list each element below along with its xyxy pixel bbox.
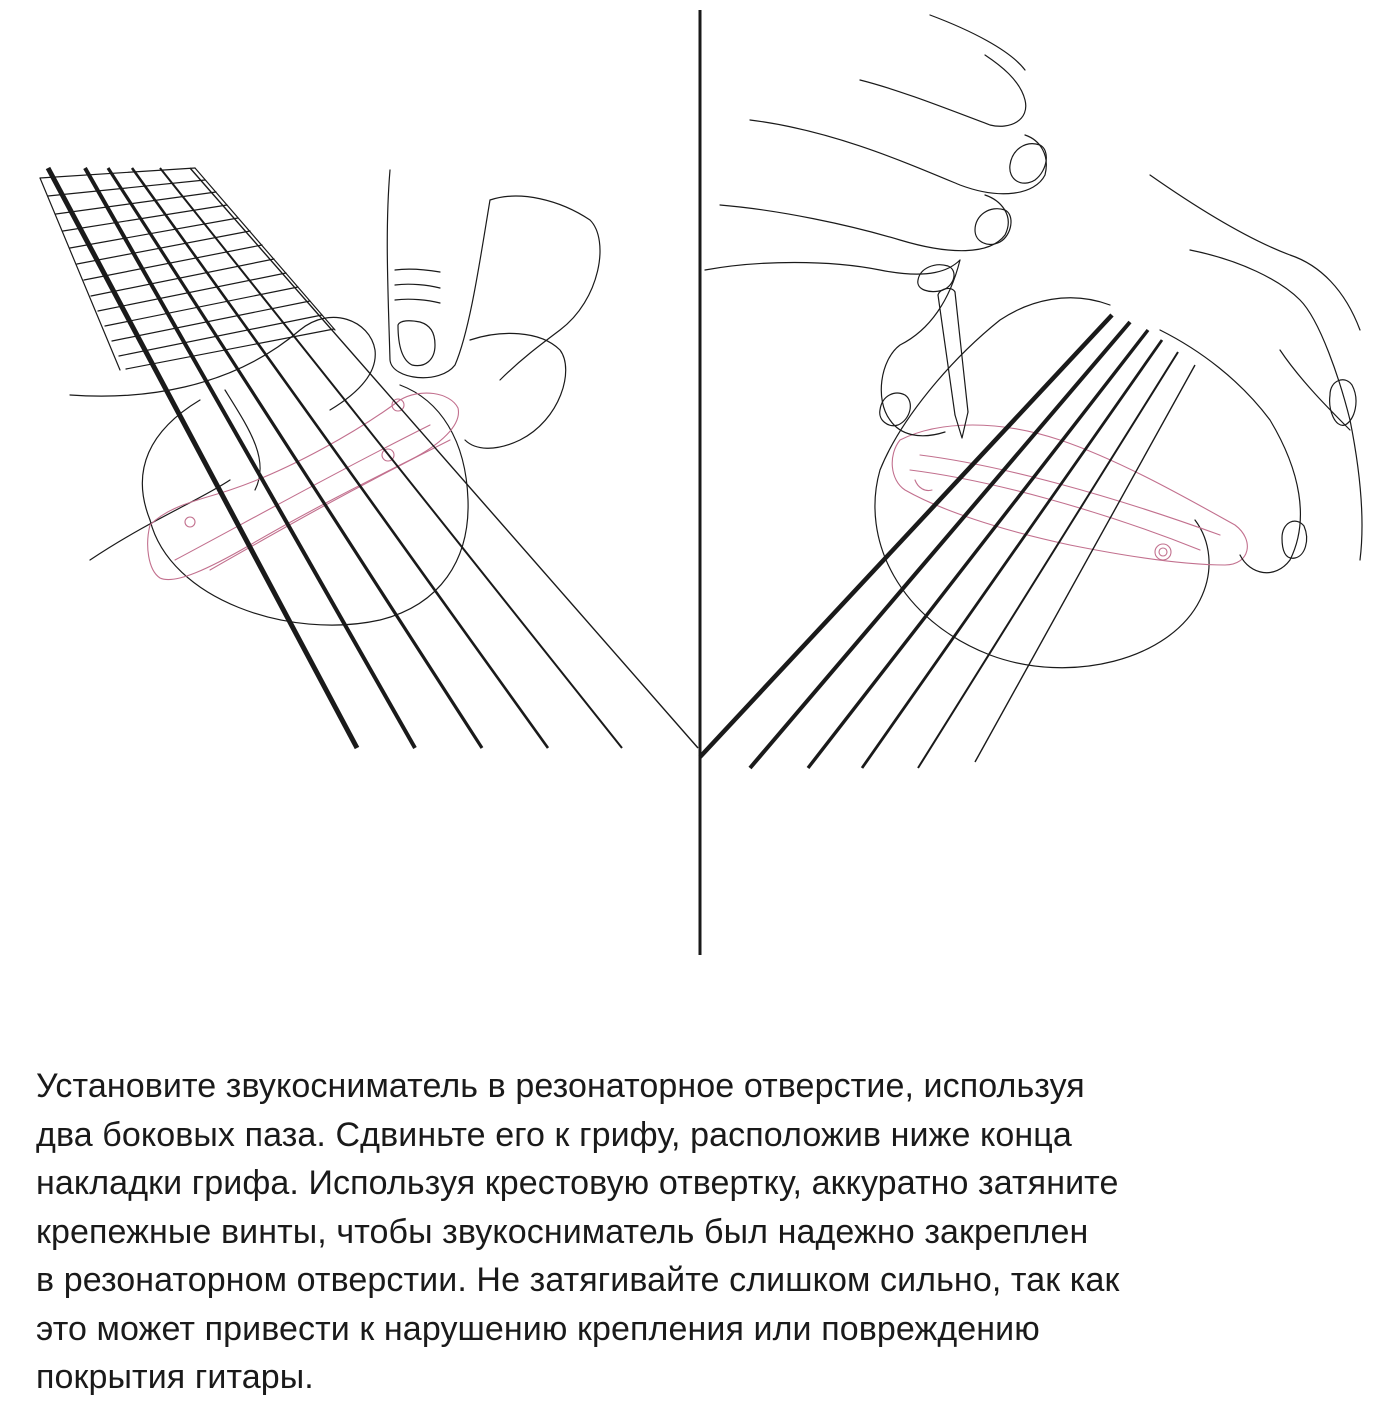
left-panel-pickup-insertion	[39, 166, 699, 750]
left-hand-palm	[69, 316, 376, 561]
right-hand-outline	[1149, 174, 1363, 574]
instruction-line-4: крепежные винты, чтобы звукосниматель бы…	[36, 1212, 1089, 1251]
fretboard-grid	[39, 167, 336, 371]
pickup-outline	[147, 392, 459, 581]
instruction-line-3: накладки грифа. Используя крестовую отве…	[36, 1164, 1119, 1202]
instruction-paragraph: Установите звукосниматель в резонаторное…	[36, 1062, 1376, 1402]
instruction-line-2: два боковых паза. Сдвиньте его к грифу, …	[36, 1115, 1072, 1154]
instruction-line-5: в резонаторном отверстии. Не затягивайте…	[36, 1261, 1120, 1299]
pickup-outline-right	[891, 424, 1248, 566]
screwdriver-icon	[937, 287, 969, 439]
hand-outline	[704, 14, 1047, 437]
instruction-line-7: покрытия гитары.	[36, 1358, 314, 1396]
thumb-outline	[386, 169, 601, 449]
soundhole-outline-right	[874, 297, 1210, 669]
instruction-line-6: это может привести к нарушению крепления…	[36, 1309, 1040, 1348]
right-strings	[698, 313, 1196, 770]
left-strings	[45, 166, 699, 750]
installation-illustration	[39, 10, 1363, 955]
soundhole-outline	[149, 384, 469, 626]
instruction-line-1: Установите звукосниматель в резонаторное…	[36, 1067, 1085, 1105]
right-panel-screw-tightening	[698, 14, 1363, 770]
